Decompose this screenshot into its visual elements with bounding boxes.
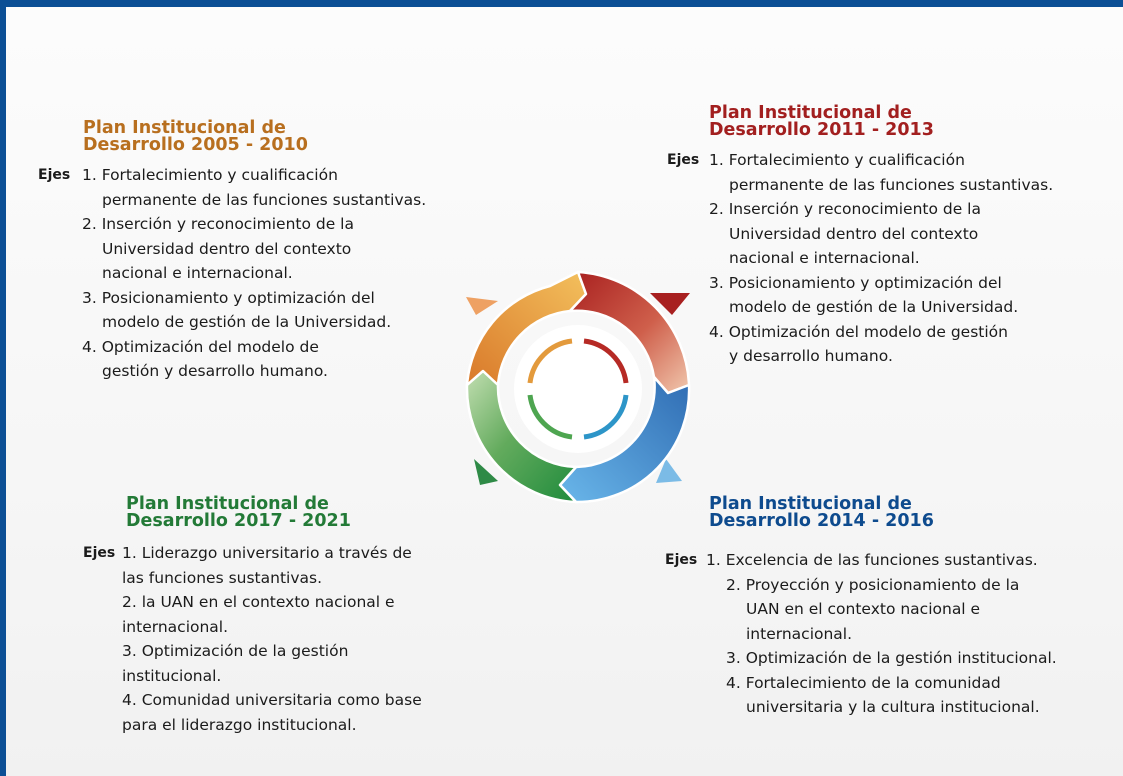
- axis-item-continuation: modelo de gestión de la Universidad.: [729, 298, 1019, 316]
- pointer-triangle-red: [650, 293, 690, 315]
- cycle-segment-green: [465, 369, 578, 504]
- axis-item-continuation: UAN en el contexto nacional e: [746, 600, 981, 618]
- axis-item: 4. Optimización del modelo de gestión: [709, 322, 1008, 341]
- ejes-label: Ejes: [38, 167, 71, 183]
- plan-2011-2013-axes: 1. Fortalecimiento y cualificación perma…: [709, 148, 1053, 369]
- axis-item-continuation: internacional.: [746, 624, 853, 643]
- axis-item-continuation: universitaria y la cultura institucional…: [746, 698, 1040, 716]
- axis-item: 4. Optimización del modelo de: [82, 337, 319, 356]
- axis-item-continuation: para el liderazgo institucional.: [122, 715, 357, 734]
- plan-title-line1: Plan Institucional de: [709, 103, 912, 123]
- ejes-label: Ejes: [667, 152, 700, 168]
- axis-item: 2. la UAN en el contexto nacional e: [122, 593, 395, 611]
- axis-item: 3. Optimización de la gestión institucio…: [726, 649, 1057, 667]
- plan-title-line1: Plan Institucional de: [709, 494, 912, 514]
- plan-2014-2016-axes: 1. Excelencia de las funciones sustantiv…: [706, 548, 1057, 720]
- inner-arc-red: [583, 338, 629, 384]
- plan-2017-2021-title: Plan Institucional de Desarrollo 2017 - …: [126, 494, 351, 531]
- pointer-triangle-green: [474, 459, 498, 485]
- cycle-diagram: [465, 270, 691, 504]
- inner-circle: [514, 325, 642, 453]
- plan-title-line1: Plan Institucional de: [126, 494, 329, 514]
- axis-item-continuation: permanente de las funciones sustantivas.: [729, 175, 1054, 194]
- axis-item: 1. Fortalecimiento y cualificación: [709, 151, 965, 169]
- axis-item-continuation: gestión y desarrollo humano.: [102, 362, 328, 380]
- axis-item-continuation: institucional.: [122, 666, 222, 685]
- axis-item-continuation: nacional e internacional.: [729, 249, 920, 267]
- axis-item-continuation: modelo de gestión de la Universidad.: [102, 313, 392, 331]
- axis-item-continuation: Universidad dentro del contexto: [729, 224, 979, 243]
- pointer-triangle-orange: [466, 297, 498, 315]
- plan-2005-2010-title: Plan Institucional de Desarrollo 2005 - …: [83, 118, 308, 155]
- plan-title-line2: Desarrollo 2014 - 2016: [709, 511, 934, 531]
- inner-arc-blue: [583, 394, 629, 440]
- axis-item-continuation: las funciones sustantivas.: [122, 568, 323, 587]
- plan-2017-2021-axes: 1. Liderazgo universitario a través de l…: [122, 541, 422, 737]
- plan-2014-2016-title: Plan Institucional de Desarrollo 2014 - …: [709, 494, 934, 531]
- axis-item: 4. Fortalecimiento de la comunidad: [726, 673, 1001, 692]
- axis-item: 2. Inserción y reconocimiento de la: [82, 215, 354, 233]
- axis-item: 3. Posicionamiento y optimización del: [709, 273, 1002, 292]
- plan-2005-2010-axes: 1. Fortalecimiento y cualificación perma…: [82, 163, 426, 384]
- axis-item-continuation: nacional e internacional.: [102, 264, 293, 282]
- axis-item: 1. Excelencia de las funciones sustantiv…: [706, 551, 1038, 569]
- ejes-label: Ejes: [83, 545, 116, 561]
- axis-item: 2. Inserción y reconocimiento de la: [709, 200, 981, 218]
- axis-item: 4. Comunidad universitaria como base: [122, 691, 422, 709]
- inner-arc-orange: [527, 338, 573, 384]
- axis-item-continuation: y desarrollo humano.: [729, 347, 893, 365]
- axis-item-continuation: permanente de las funciones sustantivas.: [102, 190, 427, 209]
- pointer-triangle-blue: [656, 459, 682, 483]
- plan-title-line2: Desarrollo 2005 - 2010: [83, 135, 308, 155]
- plan-title-line2: Desarrollo 2011 - 2013: [709, 120, 934, 140]
- inner-arc-green: [527, 394, 573, 440]
- axis-item-continuation: internacional.: [122, 617, 229, 636]
- axis-item: 1. Fortalecimiento y cualificación: [82, 166, 338, 184]
- axis-item: 3. Posicionamiento y optimización del: [82, 288, 375, 307]
- plan-title-line2: Desarrollo 2017 - 2021: [126, 511, 351, 531]
- axis-item-continuation: Universidad dentro del contexto: [102, 239, 352, 258]
- ejes-label: Ejes: [665, 552, 698, 568]
- plan-2011-2013-title: Plan Institucional de Desarrollo 2011 - …: [709, 103, 934, 140]
- axis-item: 3. Optimización de la gestión: [122, 642, 349, 660]
- plan-title-line1: Plan Institucional de: [83, 118, 286, 138]
- axis-item: 1. Liderazgo universitario a través de: [122, 544, 412, 562]
- axis-item: 2. Proyección y posicionamiento de la: [726, 575, 1020, 594]
